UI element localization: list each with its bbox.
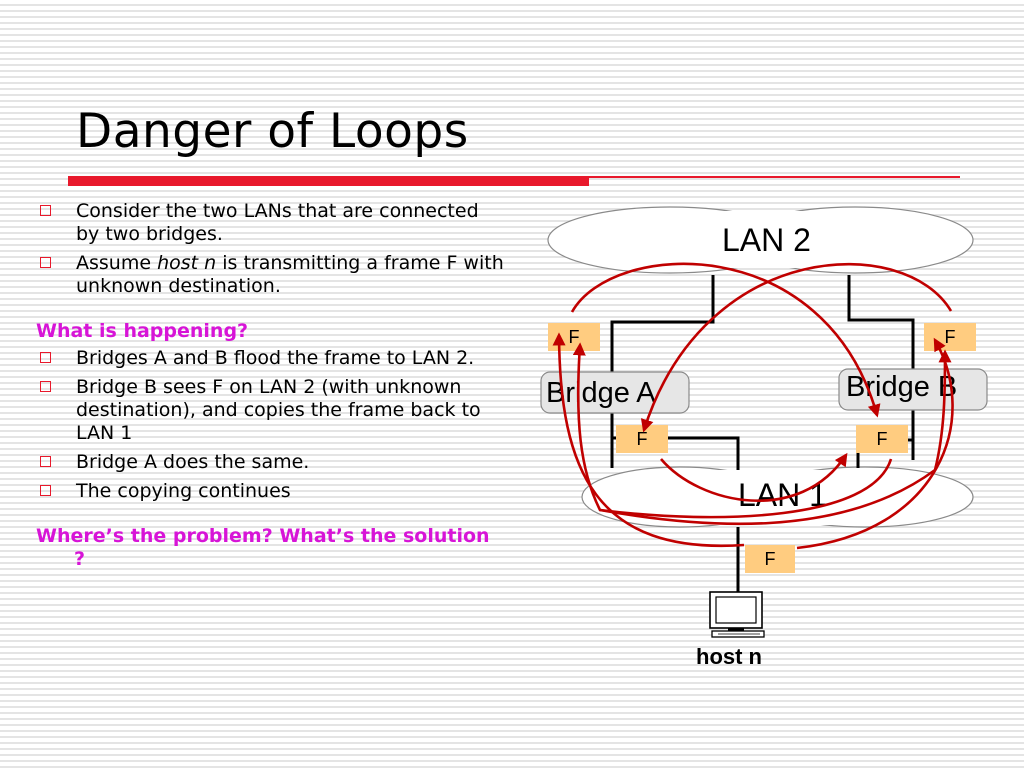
bullet-item: Bridge B sees F on LAN 2 (with unknown d… (36, 376, 506, 445)
bullet-item: Consider the two LANs that are connected… (36, 200, 506, 246)
bullet-item: The copying continues (36, 480, 506, 503)
square-bullet-icon (40, 205, 51, 216)
frame-text: F (945, 327, 956, 347)
frame-label-lower-left: F (616, 425, 668, 453)
host-n-label: host n (696, 644, 762, 669)
bullet-text-post: is transmitting a frame F with unknown d… (76, 252, 504, 297)
title-underline-thin (589, 176, 960, 178)
computer-icon (709, 591, 765, 638)
frame-label-upper-right: F (924, 323, 976, 351)
question-problem-solution: Where’s the problem? What’s the solution… (36, 525, 490, 570)
frame-text: F (765, 549, 776, 569)
lan2-label: LAN 2 (722, 222, 811, 258)
bullet-item: Bridge A does the same. (36, 451, 506, 474)
frame-text: F (569, 327, 580, 347)
square-bullet-icon (40, 485, 51, 496)
frame-loop-arrows (552, 262, 954, 550)
frame-text: F (637, 429, 648, 449)
square-bullet-icon (40, 352, 51, 363)
title-underline-red (68, 176, 589, 186)
frame-label-upper-left: F (548, 323, 600, 351)
host-n-emphasis: host n (157, 252, 217, 274)
bullet-text: The copying continues (76, 480, 291, 502)
bullet-text: Bridges A and B flood the frame to LAN 2… (76, 347, 475, 369)
bullet-text: Bridge A does the same. (76, 451, 310, 473)
bullet-item: Bridges A and B flood the frame to LAN 2… (36, 347, 506, 370)
bullet-text: Consider the two LANs that are connected… (76, 200, 479, 245)
bullet-item: Assume host n is transmitting a frame F … (36, 252, 506, 298)
frame-label-lower-right: F (856, 425, 908, 453)
bullet-text: Bridge B sees F on LAN 2 (with unknown d… (76, 376, 481, 444)
lan2-cloud (547, 206, 974, 274)
bridge-b-label: Bridge B (846, 371, 957, 403)
square-bullet-icon (40, 257, 51, 268)
square-bullet-icon (40, 456, 51, 467)
frame-label-host: F (745, 545, 795, 573)
bullet-list: Consider the two LANs that are connected… (36, 200, 506, 571)
bullet-text-pre: Assume (76, 252, 158, 274)
slide-title: Danger of Loops (76, 104, 469, 159)
square-bullet-icon (40, 381, 51, 392)
question-what-is-happening: What is happening? (36, 320, 249, 342)
frame-text: F (877, 429, 888, 449)
